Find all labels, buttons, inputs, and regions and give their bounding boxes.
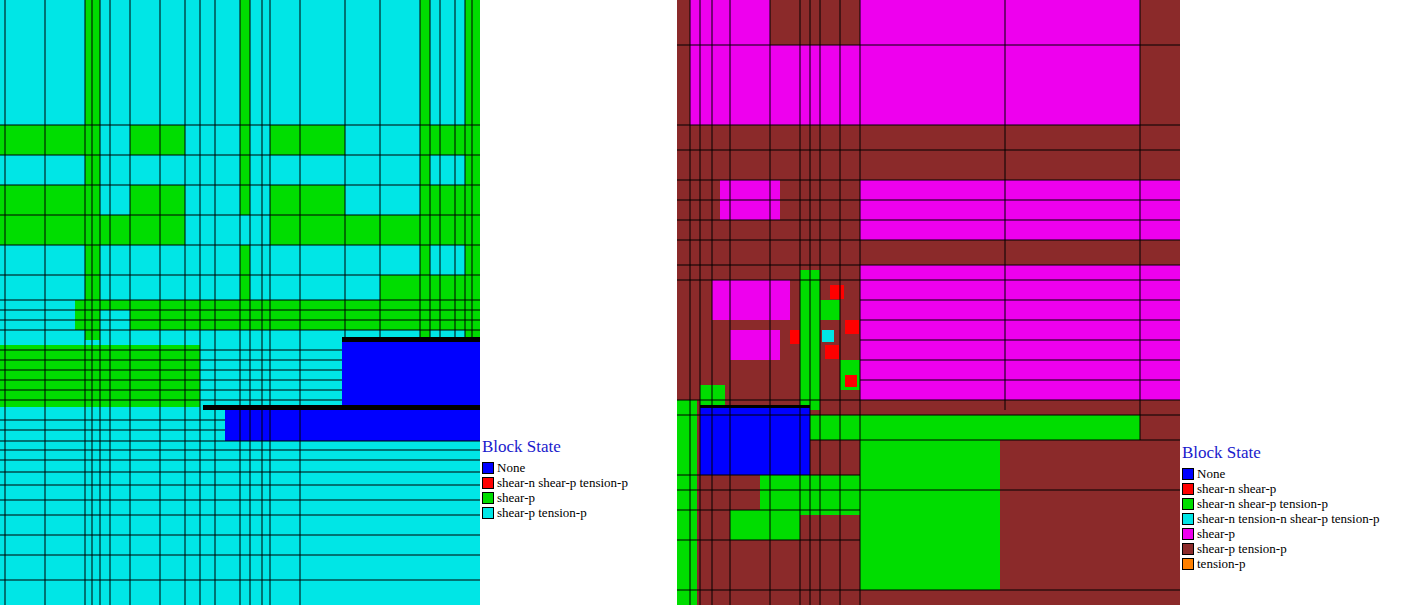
legend-text: None [1197,466,1225,482]
legend-text: None [497,460,525,476]
legend-swatch [482,492,494,504]
legend-row: tension-p [1182,556,1380,571]
legend-row: shear-n shear-p [1182,481,1380,496]
legend-text: shear-p tension-p [497,505,587,521]
legend-swatch [1182,513,1194,525]
legend-row: None [1182,466,1380,481]
legend-row: shear-p tension-p [1182,541,1380,556]
legend-text: shear-p tension-p [1197,541,1287,557]
legend: Block StateNoneshear-n shear-pshear-n sh… [1182,443,1380,571]
legend-swatch [1182,543,1194,555]
legend-swatch [1182,558,1194,570]
legend-text: shear-p [497,490,535,506]
legend-row: shear-p [1182,526,1380,541]
legend-row: shear-n shear-p tension-p [1182,496,1380,511]
legend-swatch [1182,498,1194,510]
legend-title: Block State [482,437,628,457]
legend: Block StateNoneshear-n shear-p tension-p… [482,437,628,520]
legend-text: shear-p [1197,526,1235,542]
legend-swatch [482,462,494,474]
right-mesh [677,0,1180,605]
legend-title: Block State [1182,443,1380,463]
legend-text: tension-p [1197,556,1245,572]
legend-text: shear-n shear-p tension-p [497,475,628,491]
left-mesh [0,0,480,605]
legend-row: shear-p tension-p [482,505,628,520]
legend-row: None [482,460,628,475]
legend-text: shear-n shear-p [1197,481,1276,497]
legend-swatch [1182,468,1194,480]
legend-swatch [1182,528,1194,540]
legend-swatch [482,477,494,489]
legend-swatch [1182,483,1194,495]
legend-row: shear-n tension-n shear-p tension-p [1182,511,1380,526]
legend-row: shear-p [482,490,628,505]
legend-row: shear-n shear-p tension-p [482,475,628,490]
legend-text: shear-n tension-n shear-p tension-p [1197,511,1380,527]
legend-swatch [482,507,494,519]
legend-text: shear-n shear-p tension-p [1197,496,1328,512]
